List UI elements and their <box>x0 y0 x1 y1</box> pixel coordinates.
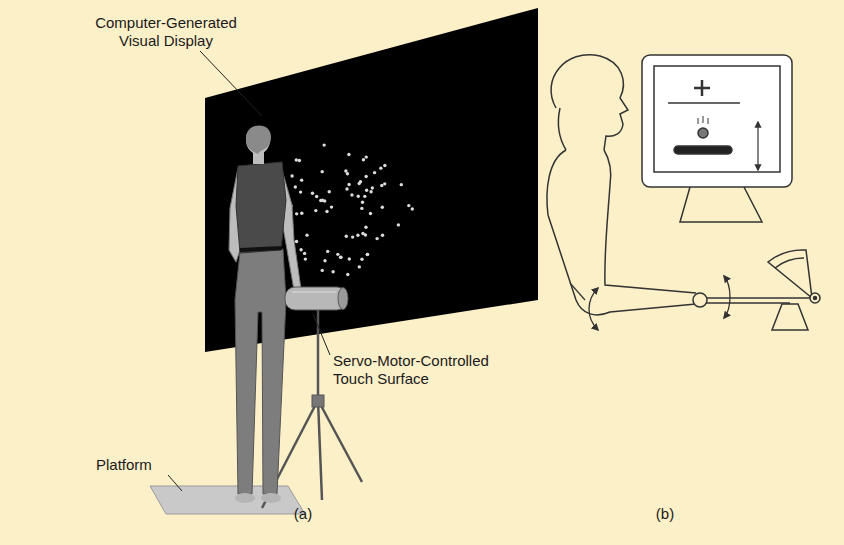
display-dot <box>362 158 365 161</box>
panel-label: (a) <box>288 505 318 523</box>
display-dot <box>322 143 325 146</box>
display-dot <box>326 250 329 253</box>
display-dot <box>383 182 386 185</box>
display-dot <box>321 269 324 272</box>
leader-lines <box>168 51 330 491</box>
touch-surface <box>285 287 348 310</box>
display-dot <box>299 190 302 193</box>
display-dot <box>339 255 342 258</box>
display-dot <box>295 158 298 161</box>
display-dot <box>346 273 349 276</box>
display-dot <box>397 223 400 226</box>
display-dot <box>348 257 351 260</box>
display-dot <box>328 190 331 193</box>
display-dot <box>359 180 362 183</box>
manipulandum <box>693 250 820 330</box>
display-dot <box>360 207 363 210</box>
display-dot <box>381 205 384 208</box>
display-dot <box>347 153 350 156</box>
display-dot <box>339 256 342 259</box>
display-dot <box>381 234 384 237</box>
display-dot <box>305 233 308 236</box>
display-dot <box>350 193 353 196</box>
display-dot <box>358 265 361 268</box>
display-dot <box>407 204 410 207</box>
display-dot <box>298 159 301 162</box>
display-dot <box>364 233 367 236</box>
display-dot <box>295 240 298 243</box>
display-dot <box>294 185 297 188</box>
display-dot <box>375 237 378 240</box>
display-dot <box>320 170 323 173</box>
display-dot <box>411 207 414 210</box>
display-dot <box>380 184 383 187</box>
display-dot <box>400 183 403 186</box>
display-dot <box>365 189 368 192</box>
display-dot <box>373 171 376 174</box>
display-dot <box>345 187 348 190</box>
rotation-arrow <box>589 288 598 330</box>
panel-label: (b) <box>650 505 680 523</box>
standing-person <box>229 125 302 503</box>
display-dot <box>300 212 303 215</box>
display-dot <box>347 183 350 186</box>
rotation-arrow <box>724 276 730 318</box>
display-dot <box>330 205 333 208</box>
display-dot <box>300 178 303 181</box>
display-dot <box>295 212 298 215</box>
platform <box>150 486 305 514</box>
touch-surface-label: Servo-Motor-Controlled Touch Surface <box>333 352 521 388</box>
display-dot <box>363 195 366 198</box>
display-label: Computer-Generated Visual Display <box>80 14 252 50</box>
display-dot <box>319 199 322 202</box>
display-dot <box>311 191 314 194</box>
display-dot <box>366 253 369 256</box>
display-dot <box>315 195 318 198</box>
display-dot <box>365 155 368 158</box>
display-dot <box>325 210 328 213</box>
display-dot <box>369 212 372 215</box>
display-dot <box>323 259 326 262</box>
display-dot <box>379 166 382 169</box>
display-dot <box>356 234 359 237</box>
display-dot <box>290 174 293 177</box>
display-dot <box>369 190 372 193</box>
display-dot <box>360 258 363 261</box>
display-dot <box>371 186 374 189</box>
display-dot <box>331 270 334 273</box>
display-dot <box>304 257 307 260</box>
display-dot <box>299 248 302 251</box>
monitor <box>642 55 792 222</box>
display-dot <box>314 209 317 212</box>
display-dot <box>366 253 369 256</box>
display-dot <box>357 195 360 198</box>
display-dot <box>344 169 347 172</box>
platform-label: Platform <box>96 456 186 474</box>
display-dot <box>323 199 326 202</box>
display-dot <box>345 235 348 238</box>
display-dot <box>364 175 367 178</box>
display-dot <box>303 252 306 255</box>
display-dot <box>336 253 339 256</box>
display-dot <box>361 200 364 203</box>
display-dot <box>383 164 386 167</box>
display-dot <box>351 235 354 238</box>
display-dot <box>364 226 367 229</box>
